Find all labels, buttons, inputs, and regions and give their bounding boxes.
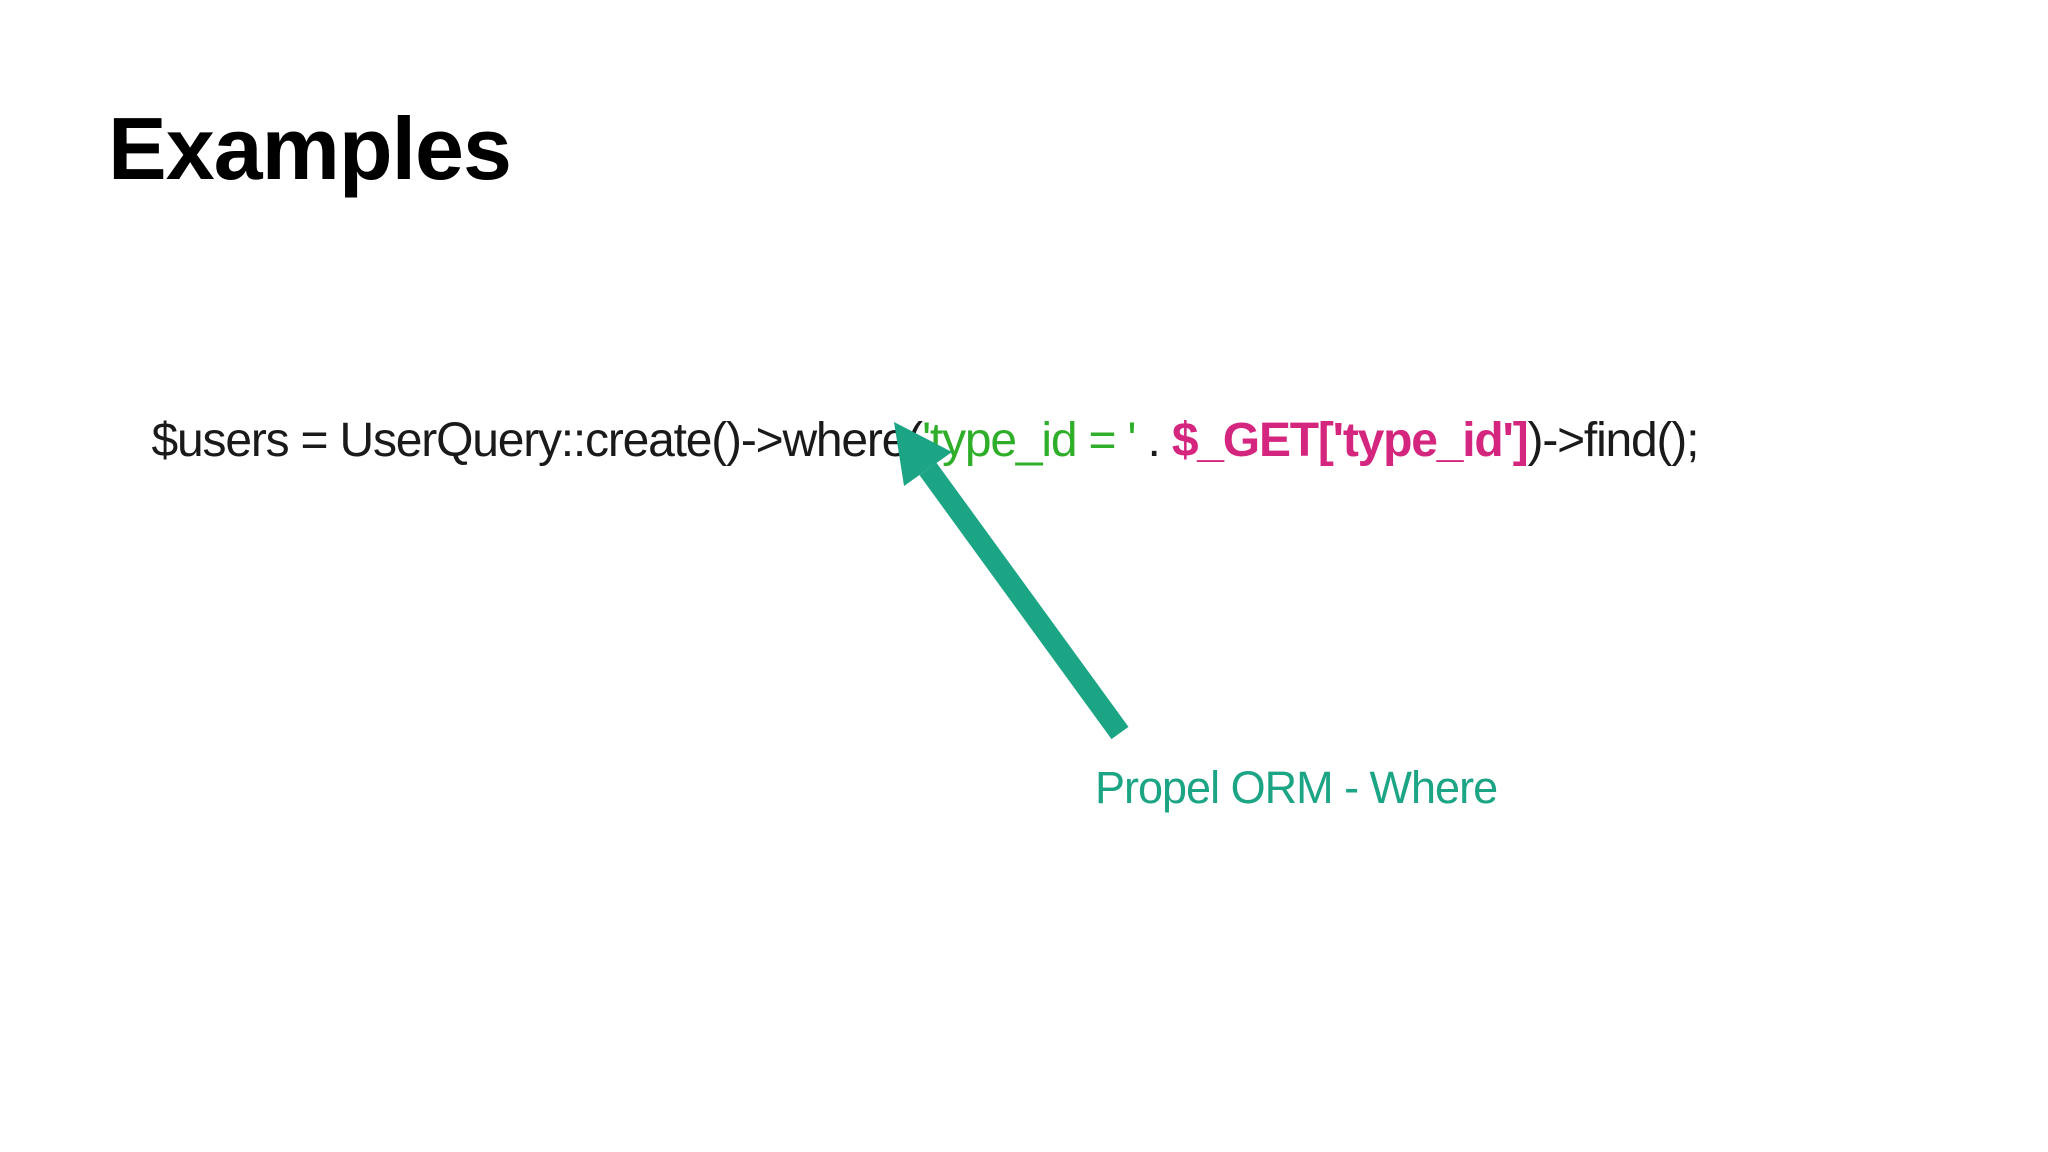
code-segment-concat-dot: . [1135, 414, 1172, 467]
annotation-label: Propel ORM - Where [1095, 762, 1498, 813]
code-segment-get-superglobal: $_GET['type_id'] [1171, 414, 1529, 467]
code-segment-query-end: )->find(); [1527, 414, 1700, 467]
slide-title: Examples [108, 99, 512, 198]
code-segment-query-start: $users = UserQuery::create()->where( [151, 414, 924, 467]
code-segment-string-literal: 'type_id = ' [921, 414, 1137, 467]
code-line: $users = UserQuery::create()->where('typ… [103, 369, 1700, 513]
